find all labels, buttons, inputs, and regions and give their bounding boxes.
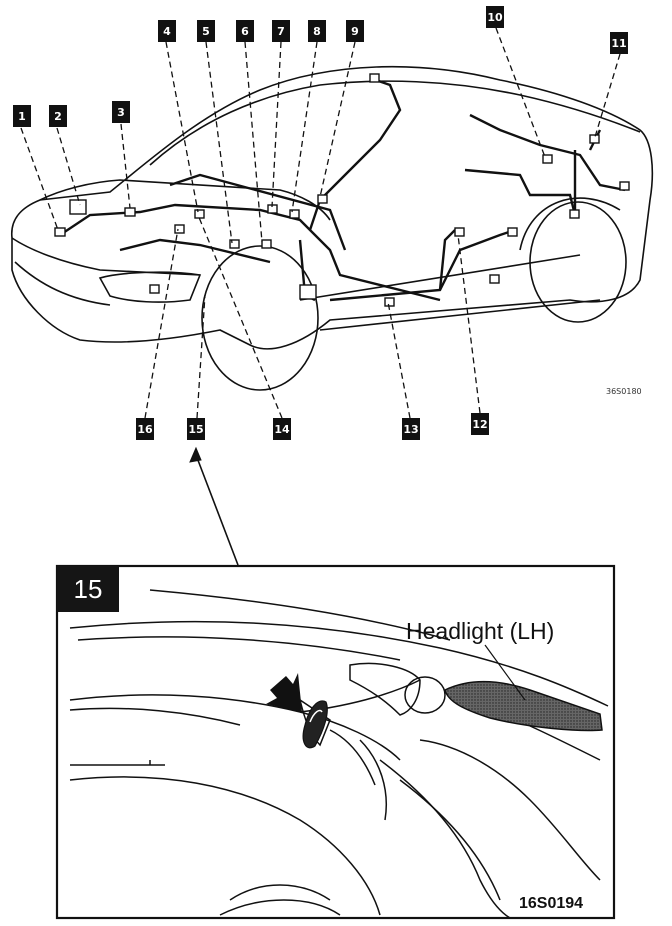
callout-10: 10 [486, 6, 504, 28]
rear-wheel [529, 201, 627, 323]
car-overview [11, 65, 654, 391]
callout-label: 16 [137, 423, 153, 436]
detail-panel [55, 564, 616, 920]
callout-3: 3 [112, 101, 130, 123]
callout-label: 9 [351, 25, 359, 38]
callout-7: 7 [272, 20, 290, 42]
callout-label: 10 [487, 11, 503, 24]
callout-label: 13 [403, 423, 418, 436]
detail-callout-box: 15 [57, 566, 119, 612]
callout-leaders [20, 27, 621, 419]
callout-12: 12 [471, 413, 489, 435]
callout-6: 6 [236, 20, 254, 42]
car-body-outline [11, 65, 654, 350]
front-wheel [201, 245, 319, 391]
callout-label: 2 [54, 110, 62, 123]
front-grille [98, 271, 202, 303]
callout-14: 14 [273, 418, 291, 440]
callout-label: 6 [241, 25, 249, 38]
detail-figure-code: 16S0194 [519, 895, 584, 912]
callout-label: 15 [188, 423, 203, 436]
headlight-lh-shape [444, 681, 603, 732]
callout-13: 13 [402, 418, 420, 440]
front-bumper [11, 237, 201, 306]
engine-bay-sketch [69, 589, 609, 919]
callout-8: 8 [308, 20, 326, 42]
callout-label: 4 [163, 25, 171, 38]
callout-label: 12 [472, 418, 487, 431]
callout-9: 9 [346, 20, 364, 42]
wiring-harness [54, 73, 630, 307]
callout-1: 1 [13, 105, 31, 127]
callout-label: 7 [277, 25, 285, 38]
callout-label: 8 [313, 25, 321, 38]
callout-label: 14 [274, 423, 290, 436]
callout-2: 2 [49, 105, 67, 127]
callout-label: 3 [117, 106, 125, 119]
callout-4: 4 [158, 20, 176, 42]
callout-5: 5 [197, 20, 215, 42]
rear-wheel-arch [519, 197, 621, 251]
overview-figure-code: 36S0180 [606, 387, 642, 396]
callout-11: 11 [610, 32, 628, 54]
harness-connector [302, 700, 328, 749]
callout-label: 1 [18, 110, 26, 123]
detail-callout-number: 15 [73, 573, 103, 604]
floor-line [299, 254, 601, 331]
callout-16: 16 [136, 418, 154, 440]
detail-pointer-arrow [189, 446, 239, 566]
callout-15: 15 [187, 418, 205, 440]
callout-label: 5 [202, 25, 210, 38]
callout-label: 11 [611, 37, 626, 50]
down-right-arrow-icon [266, 673, 302, 712]
headlight-label: Headlight (LH) [406, 618, 555, 644]
